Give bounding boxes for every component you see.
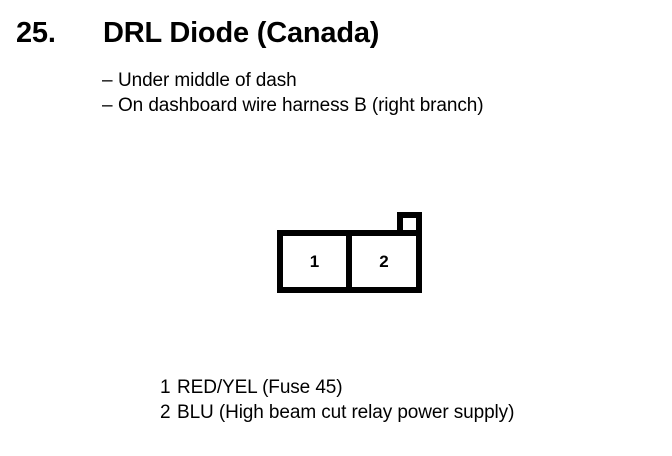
location-note-text: On dashboard wire harness B (right branc… <box>118 95 484 116</box>
connector-polarizing-tab <box>397 212 422 236</box>
location-note-line: –On dashboard wire harness B (right bran… <box>102 93 662 118</box>
bullet-dash-icon: – <box>102 70 113 91</box>
page-title: DRL Diode (Canada) <box>103 17 380 49</box>
page-header: 25. DRL Diode (Canada) <box>0 16 672 56</box>
legend-row: 1 RED/YEL (Fuse 45) <box>160 375 660 400</box>
connector-diagram: 1 2 <box>277 212 422 293</box>
legend-pin-description: RED/YEL (Fuse 45) <box>177 377 343 398</box>
legend-pin-number: 2 <box>160 402 171 423</box>
legend-pin-description: BLU (High beam cut relay power supply) <box>177 402 515 423</box>
connector-pin-cell-2: 2 <box>352 236 416 287</box>
legend-row: 2 BLU (High beam cut relay power supply) <box>160 400 660 425</box>
pin-number-label: 1 <box>309 252 320 271</box>
location-note-text: Under middle of dash <box>118 70 297 91</box>
connector-pin-cell-1: 1 <box>283 236 352 287</box>
pin-number-label: 2 <box>379 252 389 271</box>
bullet-dash-icon: – <box>102 95 113 116</box>
connector-body: 1 2 <box>277 230 422 293</box>
location-notes: –Under middle of dash –On dashboard wire… <box>102 68 662 118</box>
item-number: 25. <box>16 17 56 49</box>
legend-pin-number: 1 <box>160 377 171 398</box>
location-note-line: –Under middle of dash <box>102 68 662 93</box>
pin-legend: 1 RED/YEL (Fuse 45) 2 BLU (High beam cut r… <box>160 375 660 425</box>
